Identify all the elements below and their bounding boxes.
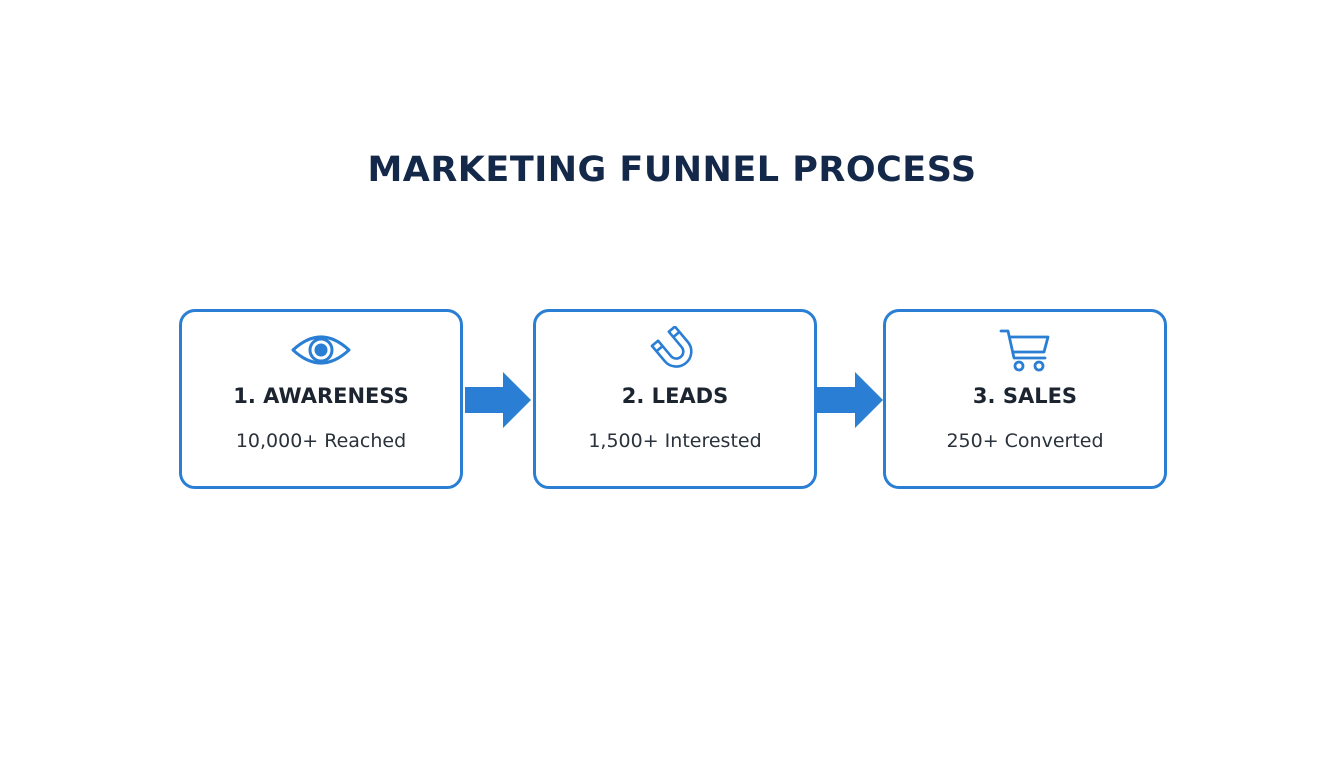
arrow-right-icon	[817, 372, 883, 428]
shopping-cart-icon	[993, 326, 1057, 374]
stage-title: 1. AWARENESS	[233, 384, 409, 408]
stage-card-awareness: 1. AWARENESS 10,000+ Reached	[179, 309, 463, 489]
eye-icon	[289, 326, 353, 374]
page-title: MARKETING FUNNEL PROCESS	[367, 150, 977, 190]
magnet-icon	[643, 326, 707, 374]
stage-value: 250+ Converted	[946, 430, 1104, 452]
stage-title: 3. SALES	[972, 384, 1078, 408]
arrow-right-icon	[465, 372, 531, 428]
stage-title: 2. LEADS	[621, 384, 729, 408]
stage-value: 1,500+ Interested	[588, 430, 762, 452]
stage-value: 10,000+ Reached	[235, 430, 407, 452]
stage-card-sales: 3. SALES 250+ Converted	[883, 309, 1167, 489]
stage-card-leads: 2. LEADS 1,500+ Interested	[533, 309, 817, 489]
